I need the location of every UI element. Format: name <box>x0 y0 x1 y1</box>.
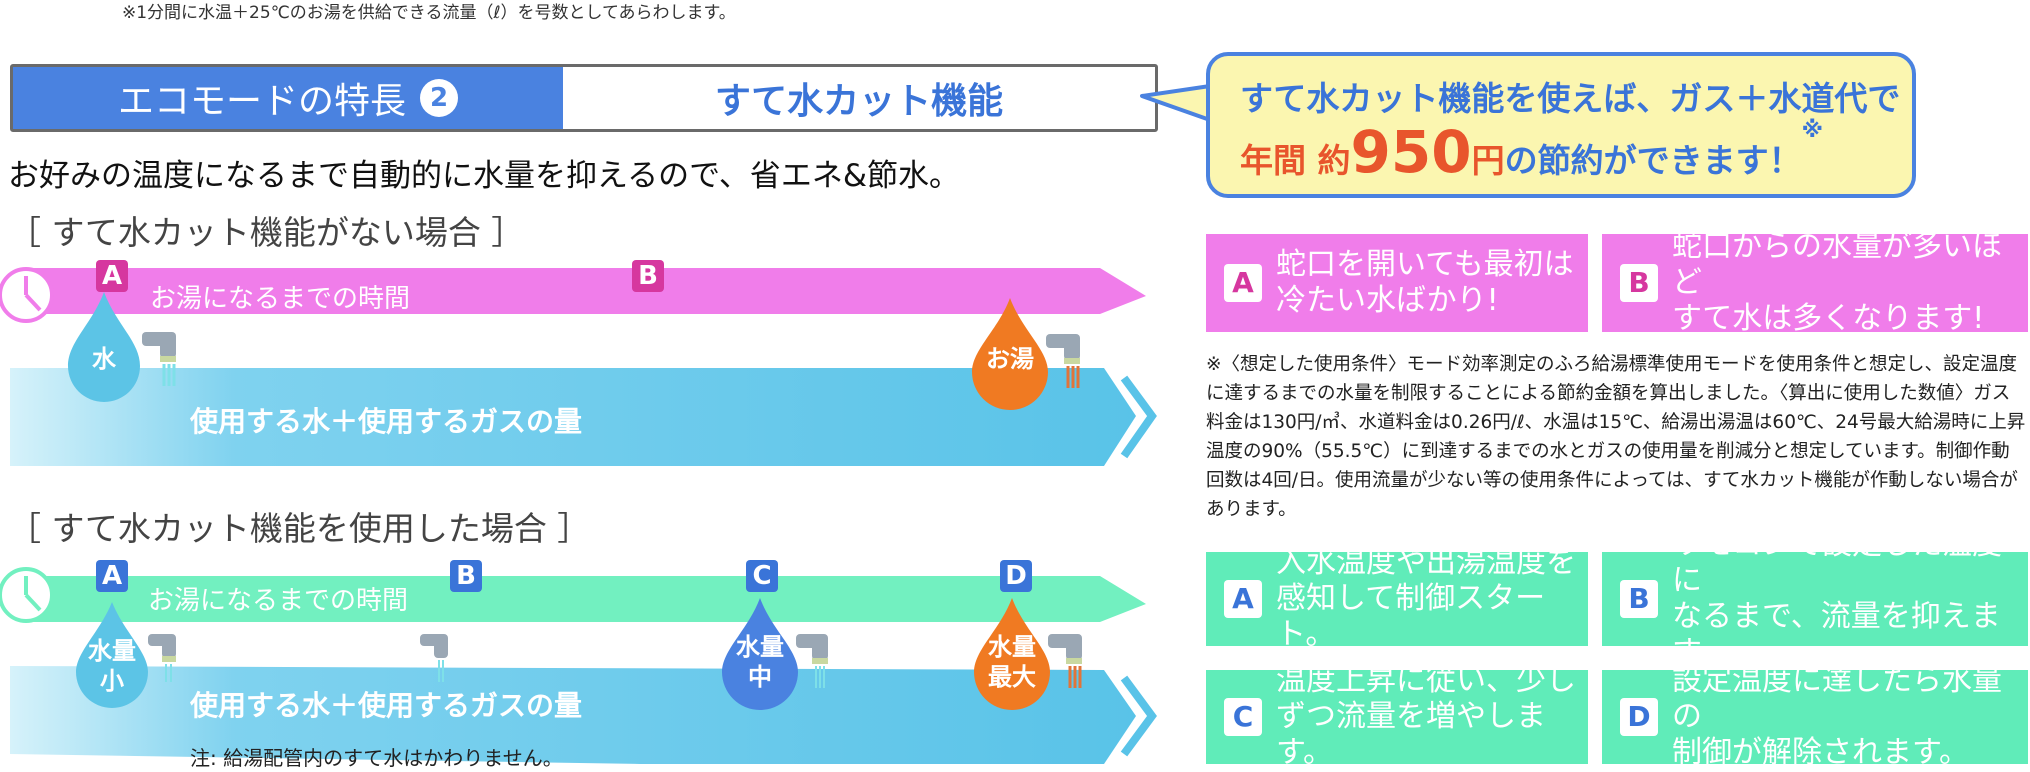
faucet-icon-c <box>796 634 828 688</box>
capacity-footnote: ※1分間に水温＋25℃のお湯を供給できる流量（ℓ）を号数としてあらわします。 <box>122 3 736 23</box>
section2-badge-a: A <box>96 560 128 592</box>
pink-box-b-line1: 蛇口からの水量が多いほど <box>1672 229 2002 300</box>
feature-number-badge: 2 <box>420 79 458 117</box>
faucet-icon-d <box>1048 634 1082 688</box>
savings-callout: すて水カット機能を使えば、ガス＋水道代で 年間 約950円の節約ができます！※ <box>1206 52 1916 198</box>
feature-header-left: エコモードの特長 2 <box>13 67 563 129</box>
callout-amount: 950 <box>1350 118 1472 186</box>
max-flow-drop-icon <box>974 598 1050 710</box>
mint-box-c: C 温度上昇に従い、少し ずつ流量を増やします。 <box>1206 663 1588 770</box>
feature-title: エコモードの特長 <box>117 81 406 122</box>
pink-box-b-line2: すて水は多くなります! <box>1672 301 1985 336</box>
mint-box-d-text: 設定温度に達したら水量の 制御が解除されます。 <box>1672 663 2028 771</box>
feature-name: すて水カット機能 <box>714 81 1004 122</box>
pink-box-b: B 蛇口からの水量が多いほど すて水は多くなります! <box>1602 229 2028 336</box>
section2-drop-mid-label: 水量 中 <box>736 633 784 691</box>
callout-line1: すて水カット機能を使えば、ガス＋水道代で <box>1240 79 1901 118</box>
mint-box-b-text: リモコンで設定した温度に なるまで、流量を抑えます。 <box>1672 527 2028 671</box>
mint-box-d: D 設定温度に達したら水量の 制御が解除されます。 <box>1602 663 2028 770</box>
intro-text: お好みの温度になるまで自動的に水量を抑えるので、省エネ&節水。 <box>8 158 961 194</box>
mint-box-c-line1: 温度上昇に従い、少し <box>1276 663 1576 698</box>
section2-label: ［ すて水カット機能を使用した場合 ］ <box>8 509 591 548</box>
pink-box-a-line1: 蛇口を開いても最初は <box>1276 247 1574 282</box>
pink-box-a-line2: 冷たい水ばかり! <box>1276 283 1499 318</box>
section2-badge-b: B <box>450 560 482 592</box>
pink-box-a-text: 蛇口を開いても最初は 冷たい水ばかり! <box>1276 247 1574 319</box>
section2-drop-small-label: 水量 小 <box>88 637 136 695</box>
section2-time-text: お湯になるまでの時間 <box>148 586 409 616</box>
mint-box-a-line1: 入水温度や出湯温度を <box>1276 545 1576 580</box>
section1-label: ［ すて水カット機能がない場合 ］ <box>8 213 525 252</box>
mint-box-a-letter: A <box>1224 580 1262 618</box>
clock-icon-2 <box>0 567 54 623</box>
callout-prefix: 年間 <box>1240 141 1306 180</box>
section1-badge-a: A <box>96 260 128 292</box>
callout-star: ※ <box>1801 118 1823 143</box>
section2-gas-arrow <box>10 666 1157 764</box>
mint-box-c-letter: C <box>1224 698 1262 736</box>
callout-unit: 円 <box>1471 141 1505 180</box>
section1-badge-b: B <box>632 260 664 292</box>
water-drop-icon <box>68 292 140 402</box>
mint-box-b-letter: B <box>1620 580 1658 618</box>
mint-box-d-line1: 設定温度に達したら水量の <box>1672 663 2002 734</box>
section1-time-text: お湯になるまでの時間 <box>150 284 411 314</box>
pink-box-a-letter: A <box>1224 264 1262 302</box>
section2-badge-d: D <box>1000 560 1032 592</box>
callout-approx: 約 <box>1317 141 1351 180</box>
pink-box-a: A 蛇口を開いても最初は 冷たい水ばかり! <box>1206 234 1588 332</box>
small-flow-drop-icon <box>76 602 148 708</box>
callout-line2: 年間 約950円の節約ができます！※ <box>1240 118 1823 186</box>
faucet-icon <box>142 332 176 386</box>
faucet-icon-a <box>148 634 176 682</box>
section2-badge-c: C <box>746 560 778 592</box>
section2-time-arrow <box>30 576 1146 622</box>
section1-time-arrow <box>30 268 1146 314</box>
mint-box-a-text: 入水温度や出湯温度を 感知して制御スタート。 <box>1276 545 1588 653</box>
mint-box-c-text: 温度上昇に従い、少し ずつ流量を増やします。 <box>1276 663 1588 771</box>
pink-box-b-text: 蛇口からの水量が多いほど すて水は多くなります! <box>1672 229 2028 337</box>
hot-water-drop-icon <box>972 298 1048 410</box>
section1-gas-arrow <box>10 368 1157 466</box>
hot-faucet-icon <box>1046 334 1080 388</box>
section1-drop-left-label: 水 <box>92 345 116 373</box>
callout-suffix: の節約ができます！ <box>1504 141 1802 180</box>
section1-drop-right-label: お湯 <box>986 345 1034 373</box>
conditions-notes: ※〈想定した使用条件〉モード効率測定のふろ給湯標準使用モードを使用条件と想定し、… <box>1206 354 2026 520</box>
mid-flow-drop-icon <box>722 598 798 710</box>
pipe-note: 注: 給湯配管内のすて水はかわりません。 <box>190 746 563 770</box>
mint-box-b-line1: リモコンで設定した温度に <box>1672 527 2002 598</box>
mint-box-b-line2: なるまで、流量を抑えます。 <box>1672 599 2001 670</box>
feature-header: エコモードの特長 2 すて水カット機能 <box>10 64 1158 132</box>
section2-gas-text: 使用する水＋使用するガスの量 <box>190 689 583 722</box>
section2-drop-max-label: 水量 最大 <box>988 633 1036 691</box>
mint-box-d-letter: D <box>1620 698 1658 736</box>
mint-box-a-line2: 感知して制御スタート。 <box>1276 581 1546 652</box>
section1-gas-text: 使用する水＋使用するガスの量 <box>190 405 583 438</box>
clock-icon <box>0 267 54 323</box>
mint-box-c-line2: ずつ流量を増やします。 <box>1276 699 1546 770</box>
faucet-icon-b <box>420 634 448 682</box>
mint-box-b: B リモコンで設定した温度に なるまで、流量を抑えます。 <box>1602 527 2028 670</box>
mint-box-d-line2: 制御が解除されます。 <box>1672 735 1969 770</box>
mint-box-a: A 入水温度や出湯温度を 感知して制御スタート。 <box>1206 545 1588 652</box>
pink-box-b-letter: B <box>1620 264 1658 302</box>
